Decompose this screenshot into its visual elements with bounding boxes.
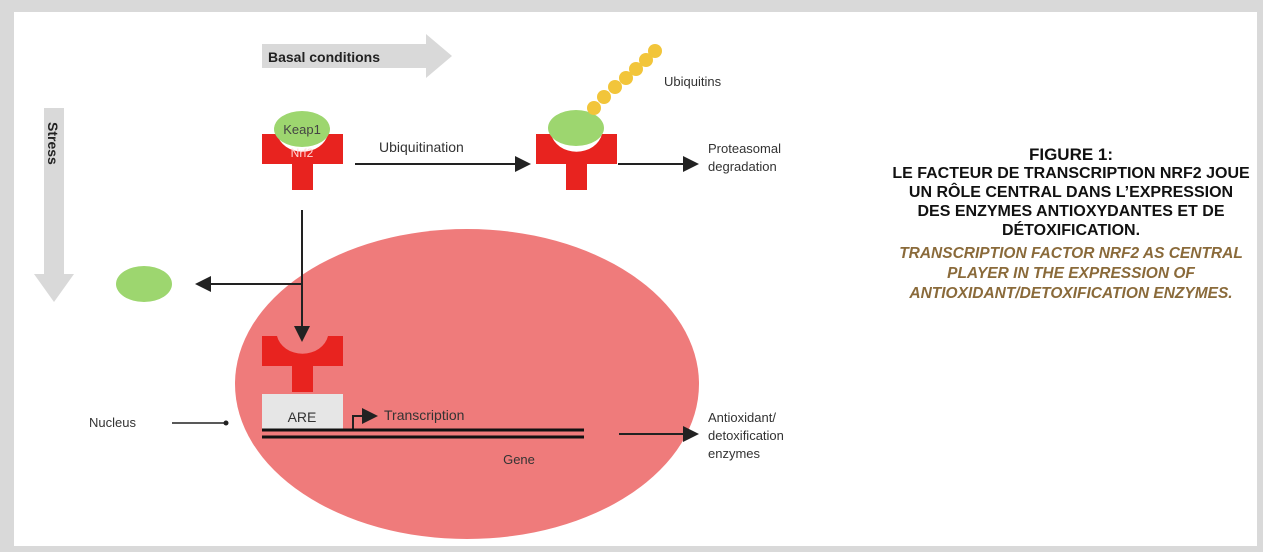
figure-caption: FIGURE 1: LE FACTEUR DE TRANSCRIPTION NR… xyxy=(876,145,1263,304)
nrf2-nuclear-protein xyxy=(262,336,343,392)
nucleus xyxy=(235,229,699,539)
proteasomal-line2: degradation xyxy=(708,159,777,174)
nrf2-pathway-diagram: Basal conditions Stress Keap1 Nrf2 Ubiqu… xyxy=(34,34,788,539)
are-label: ARE xyxy=(288,409,317,425)
gene-label: Gene xyxy=(503,452,535,467)
proteasomal-label: Proteasomal degradation xyxy=(708,141,785,174)
enzymes-line1: Antioxidant/ xyxy=(708,410,776,425)
figure-panel: Basal conditions Stress Keap1 Nrf2 Ubiqu… xyxy=(14,12,1257,546)
caption-french: LE FACTEUR DE TRANSCRIPTION NRF2 JOUE UN… xyxy=(892,165,1250,239)
nrf2-protein-ubiquitinated xyxy=(536,134,617,190)
nrf2-label: Nrf2 xyxy=(291,146,314,160)
ubiquitin-bead xyxy=(608,80,622,94)
ubiquitination-label: Ubiquitination xyxy=(379,139,464,155)
caption-english: TRANSCRIPTION FACTOR NRF2 AS CENTRAL PLA… xyxy=(899,245,1243,302)
ubiquitin-bead xyxy=(629,62,643,76)
ubiquitin-chain xyxy=(587,44,662,115)
ubiquitin-bead xyxy=(587,101,601,115)
basal-conditions-arrow xyxy=(262,34,452,78)
ubiquitin-bead xyxy=(639,53,653,67)
ubiquitinated-complex xyxy=(536,44,662,190)
nucleus-pointer-dot xyxy=(223,420,229,426)
ubiquitins-label: Ubiquitins xyxy=(664,74,722,89)
basal-conditions-label: Basal conditions xyxy=(268,49,380,65)
nrf2-protein xyxy=(262,134,343,190)
enzymes-line2: detoxification xyxy=(708,428,784,443)
ubiquitin-bead xyxy=(597,90,611,104)
ubiquitin-bead xyxy=(648,44,662,58)
caption-heading: FIGURE 1: xyxy=(1028,145,1114,164)
stress-label: Stress xyxy=(45,122,61,165)
transcription-label: Transcription xyxy=(384,407,464,423)
ubiquitin-bead xyxy=(619,71,633,85)
nucleus-label: Nucleus xyxy=(89,415,136,430)
keap1-protein-ubiquitinated xyxy=(548,110,604,146)
stress-arrow xyxy=(34,108,74,302)
transcription-arrow xyxy=(352,408,378,430)
enzymes-label: Antioxidant/ detoxification enzymes xyxy=(708,410,788,461)
keap1-protein xyxy=(274,111,330,147)
keap1-label: Keap1 xyxy=(283,122,321,137)
free-keap1-protein xyxy=(116,266,172,302)
are-element xyxy=(262,394,343,429)
proteasomal-line1: Proteasomal xyxy=(708,141,781,156)
enzymes-line3: enzymes xyxy=(708,446,761,461)
keap1-nrf2-complex: Keap1 Nrf2 xyxy=(262,111,343,190)
